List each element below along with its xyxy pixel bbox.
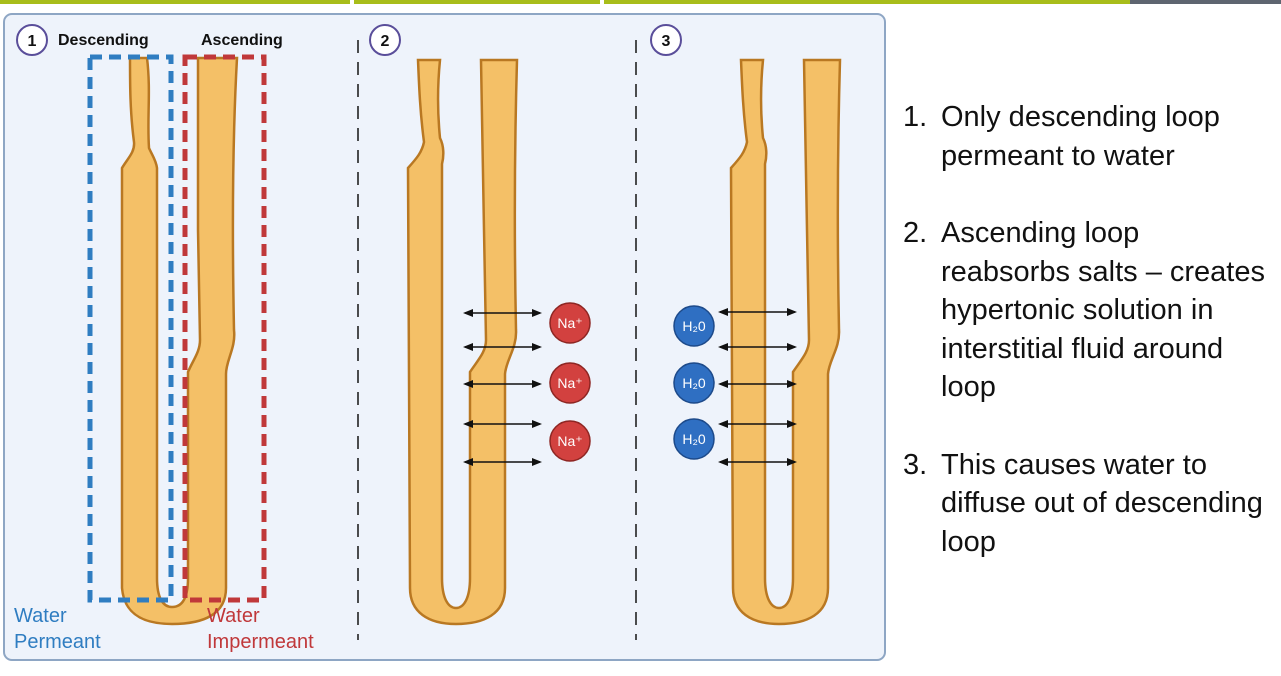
descending-label: Descending [58, 32, 149, 49]
water-molecule [673, 362, 715, 404]
step-number: 3. [903, 448, 928, 481]
step-text: Only descending loop permeant to water [941, 101, 1220, 172]
step-item: 3. This causes water to diffuse out of d… [903, 446, 1273, 562]
water-molecule-label: H₂0 [682, 318, 706, 334]
step-badge [369, 24, 401, 56]
water-permeant-region [87, 54, 174, 603]
sodium-ion-label: Na⁺ [557, 375, 582, 391]
loop-tubule [406, 58, 519, 626]
step-text: This causes water to diffuse out of desc… [941, 448, 1263, 558]
step-number: 2. [903, 217, 928, 249]
top-bar-segment [604, 0, 1130, 4]
top-bar-segment [354, 0, 600, 4]
step-badge-number: 3 [662, 33, 671, 50]
sodium-ion [549, 362, 591, 404]
step-item: 1. Only descending loop permeant to wate… [903, 98, 1273, 175]
water-impermeant-region [182, 54, 267, 603]
panel-2: 2 Na⁺ Na⁺ Na⁺ [369, 24, 591, 626]
loop-tubule [120, 56, 239, 626]
step-text: Ascending loop reabsorbs salts – creates… [941, 217, 1265, 403]
step-badge [650, 24, 682, 56]
sodium-ion-label: Na⁺ [557, 433, 582, 449]
sodium-ion [549, 420, 591, 462]
step-number: 1. [903, 101, 928, 133]
step-item: 2. Ascending loop reabsorbs salts – crea… [903, 214, 1273, 407]
step-badge-number: 1 [28, 33, 37, 50]
steps-list: 1. Only descending loop permeant to wate… [903, 98, 1273, 600]
loop-tubule [729, 58, 842, 626]
sodium-ion [549, 302, 591, 344]
panel-3: 3 H₂0 H₂0 H₂0 [650, 24, 842, 626]
ascending-label: Ascending [201, 32, 283, 49]
water-molecule-label: H₂0 [682, 431, 706, 447]
step-badge-number: 2 [381, 33, 390, 50]
top-accent-bar [0, 0, 1281, 4]
top-bar-segment [1130, 0, 1281, 4]
water-molecule-label: H₂0 [682, 375, 706, 391]
sodium-ion-label: Na⁺ [557, 315, 582, 331]
water-molecule [673, 418, 715, 460]
step-badge [16, 24, 48, 56]
water-molecule [673, 305, 715, 347]
top-bar-segment [0, 0, 350, 4]
